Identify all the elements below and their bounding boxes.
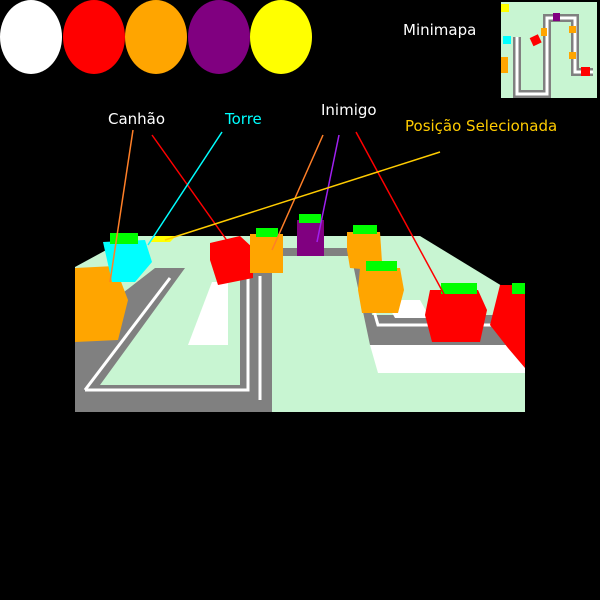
enemy-callout-line-orange: [271, 134, 324, 251]
selected-position-marker[interactable]: [150, 236, 176, 242]
enemy-red-left[interactable]: [210, 236, 253, 285]
enemy-purple-health-bar: [299, 214, 321, 223]
enemy-red-right[interactable]: [425, 283, 487, 342]
selected-callout-line: [164, 151, 441, 241]
cannon-mid-health-bar: [256, 228, 278, 237]
callout-lines: [109, 129, 446, 297]
swatch-purple[interactable]: [188, 0, 250, 74]
cannon-right-upper-health-bar: [353, 225, 377, 234]
minimap[interactable]: [501, 2, 597, 98]
minimap-label: Minimapa: [403, 21, 477, 39]
cannon-left[interactable]: [75, 266, 128, 342]
tower-label: Torre: [225, 110, 262, 128]
cannon-callout-line: [109, 129, 134, 283]
enemy-callout-line-red: [355, 131, 446, 297]
swatch-red[interactable]: [63, 0, 125, 74]
enemy-red-far-right[interactable]: [490, 283, 525, 368]
cannon-label: Canhão: [108, 110, 166, 128]
tower-callout-line: [147, 131, 223, 246]
cannon-callout-line-2: [151, 134, 229, 243]
cannon-right-lower-health-bar: [366, 261, 397, 271]
swatch-orange[interactable]: [125, 0, 187, 74]
enemy-purple[interactable]: [297, 214, 324, 256]
tower-health-bar: [110, 233, 138, 244]
selected-position-label: Posição Selecionada: [405, 117, 558, 135]
enemy-label: Inimigo: [321, 101, 377, 119]
enemy-red-far-right-health-bar: [512, 283, 525, 294]
cannon-mid[interactable]: [250, 228, 283, 273]
game-board[interactable]: [75, 214, 525, 412]
swatch-yellow[interactable]: [250, 0, 312, 74]
cannon-right-upper[interactable]: [347, 225, 382, 270]
enemy-red-right-health-bar: [441, 283, 477, 294]
cannon-right-lower[interactable]: [358, 261, 404, 313]
swatch-white[interactable]: [0, 0, 62, 74]
color-palette: [0, 0, 312, 74]
